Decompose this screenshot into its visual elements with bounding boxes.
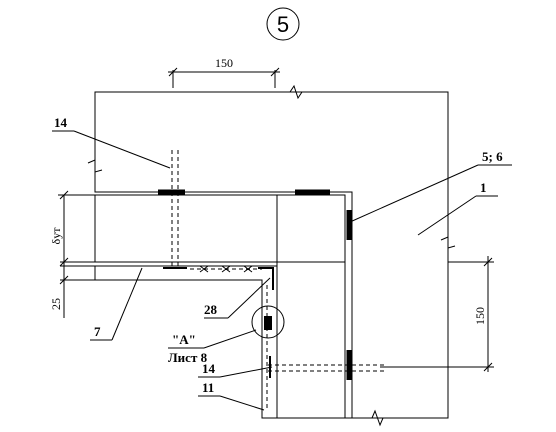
callout-dowel-bottom-label: 14 [202, 361, 216, 376]
masonry-wall [94, 91, 449, 419]
dim-right-height-label: 150 [473, 307, 487, 325]
detail-a-circle [251, 305, 285, 339]
callout-dowel-top-label: 14 [54, 115, 68, 130]
callout-dowel-top: 14 [52, 115, 171, 169]
dim-insulation-label: δут [49, 227, 63, 245]
callout-render-mesh-label: 7 [94, 324, 101, 339]
dim-plaster-label: 25 [49, 298, 63, 310]
detail-number-marker: 5 [266, 7, 300, 41]
dim-top-width: 150 [168, 56, 280, 88]
mesh-marks [190, 265, 268, 410]
callout-corner-profile: 28 [204, 277, 271, 319]
callout-plaster-layer-label: 11 [202, 380, 214, 395]
callout-render-mesh: 7 [90, 267, 143, 341]
callout-dowel-bottom: 14 [198, 361, 273, 378]
callout-corner-profile-label: 28 [204, 302, 218, 317]
insulation-layer [94, 194, 346, 419]
dowel-right [268, 356, 385, 378]
detail-number: 5 [277, 12, 289, 37]
detail-ref-name: "А" [172, 332, 196, 347]
dim-top-width-label: 150 [215, 56, 233, 70]
callout-detail-ref: "А" Лист 8 [168, 329, 257, 365]
corner-profile [258, 267, 274, 330]
callout-wall-label: 1 [480, 180, 487, 195]
callout-profile: 5; 6 [349, 149, 512, 223]
callout-plaster-layer: 11 [198, 380, 265, 411]
dim-right-height: 150 [380, 256, 494, 372]
detail-ref-sheet: Лист 8 [168, 350, 208, 365]
dowel-top [163, 150, 187, 269]
dim-left: δут 25 [49, 190, 95, 318]
callout-profile-label: 5; 6 [482, 149, 503, 164]
wall-outline [87, 84, 456, 427]
callout-wall: 1 [417, 180, 498, 236]
